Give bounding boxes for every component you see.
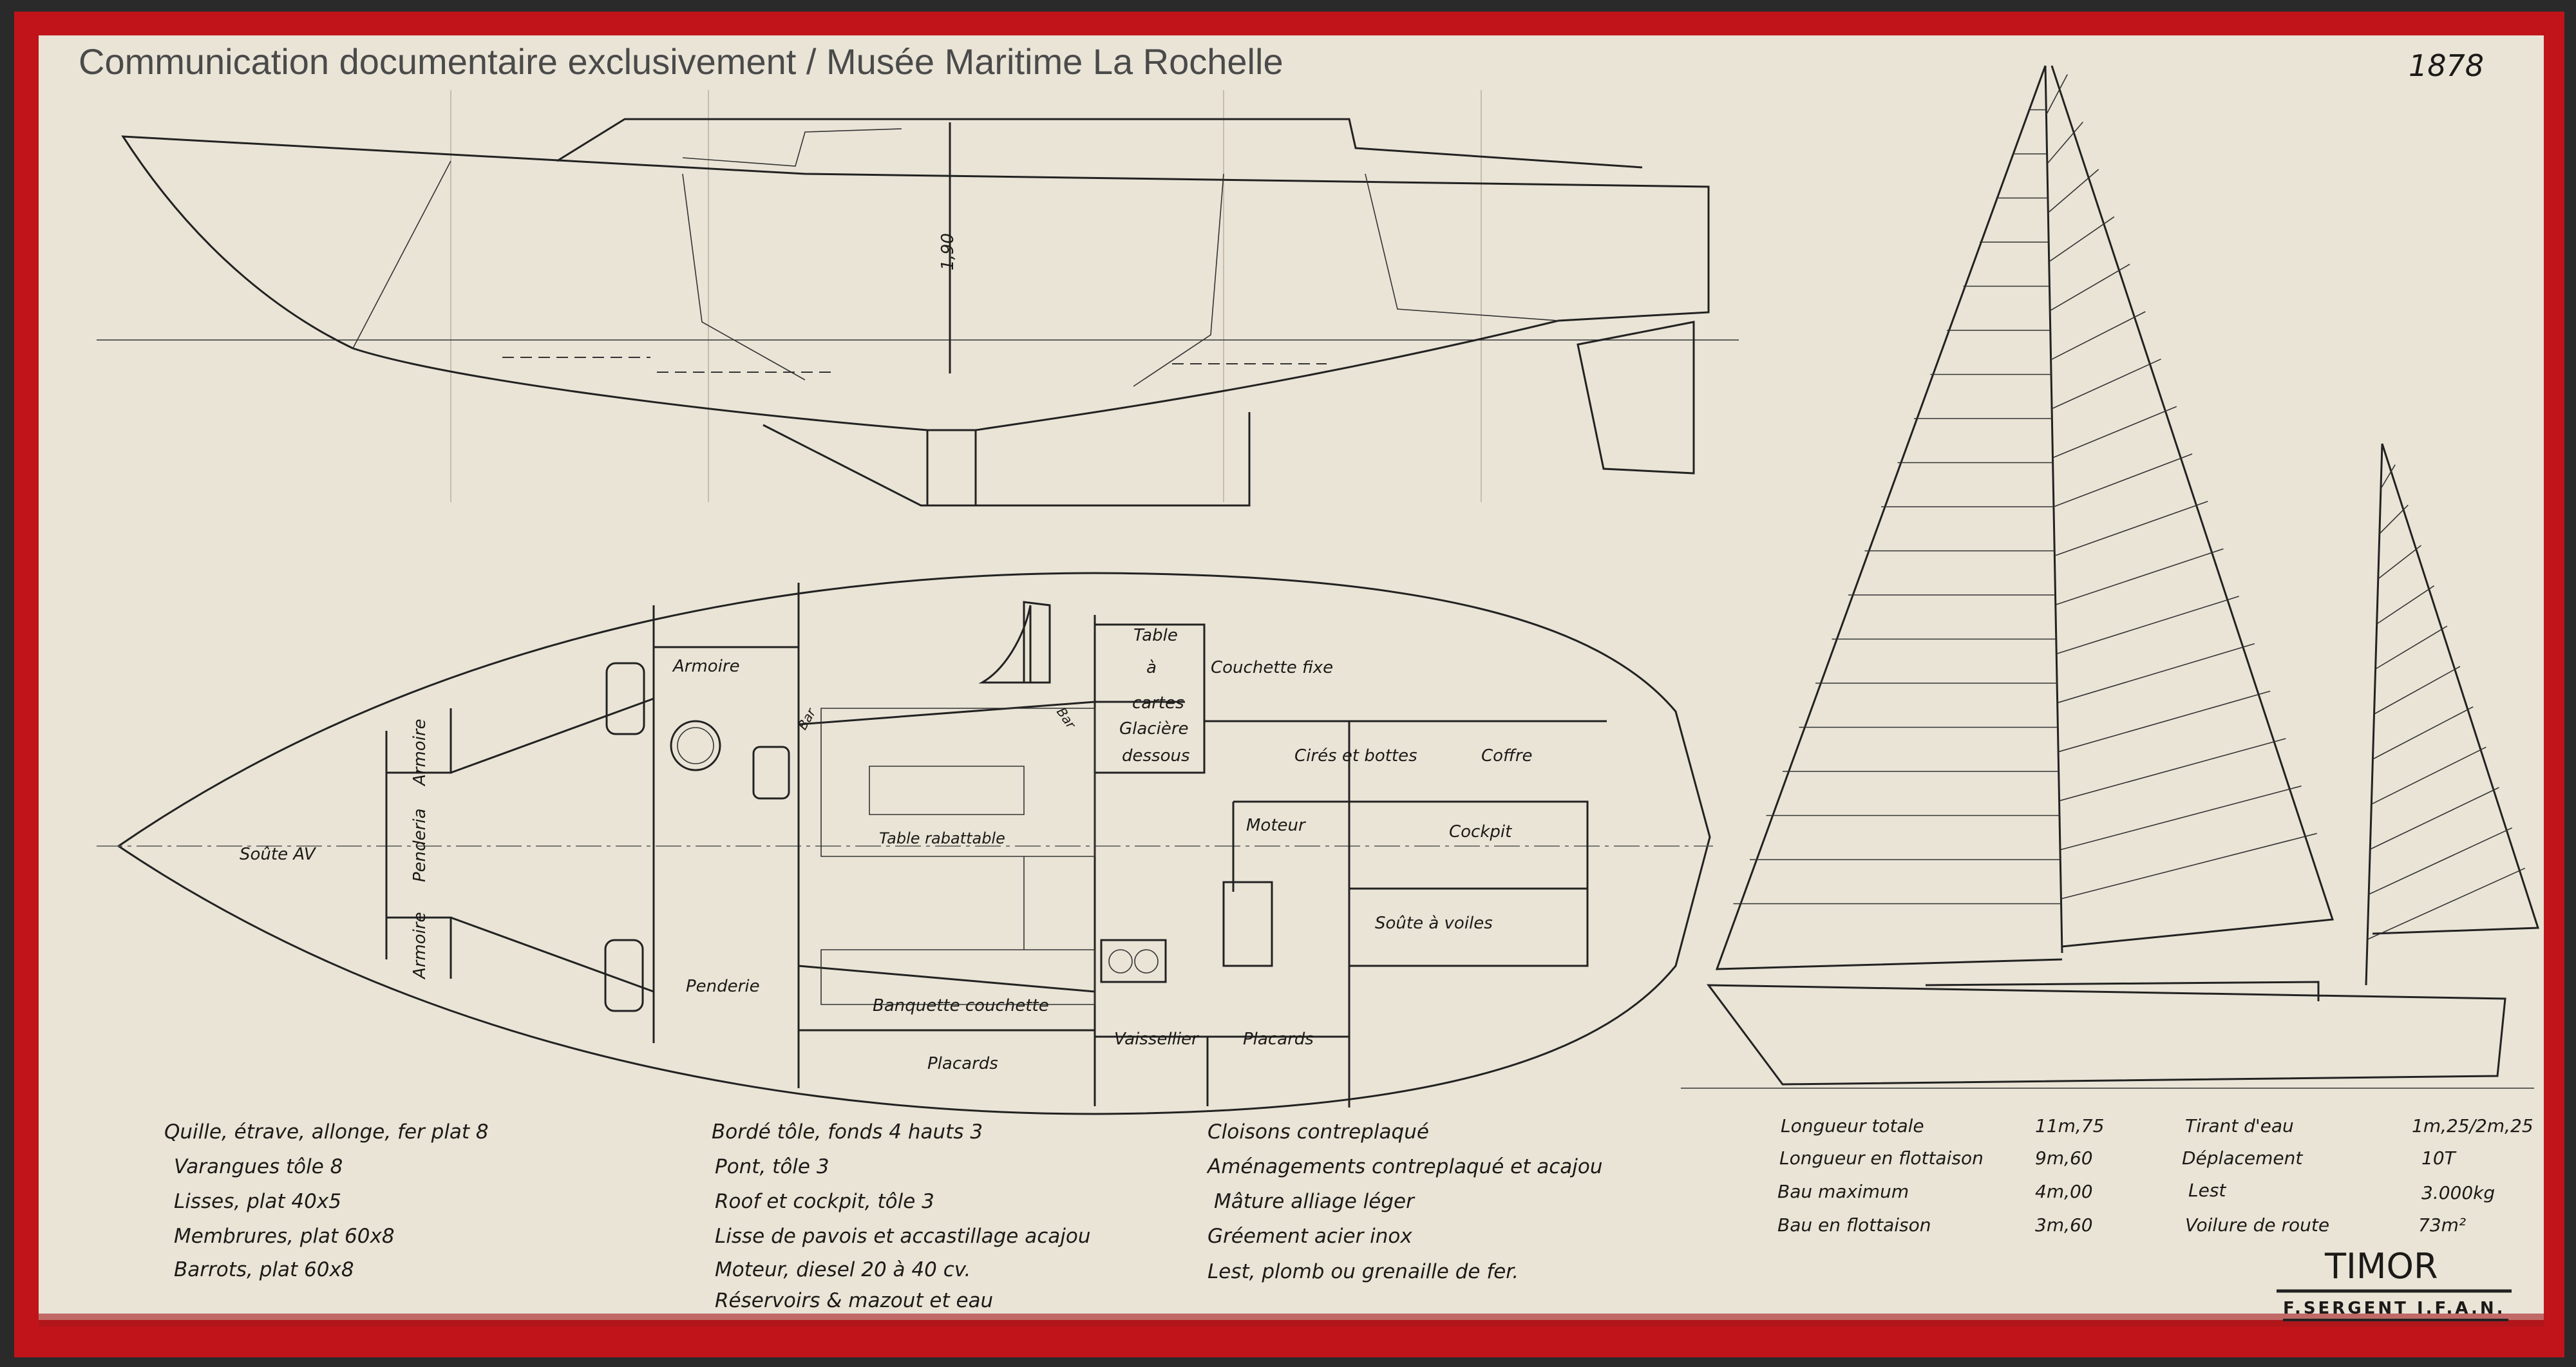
mizzen-seam [2374,666,2461,715]
label-glaciere: Glacière [1119,719,1189,739]
label-armoire-fwd-bottom: Armoire [410,912,430,980]
construction-notes: Quille, étrave, allonge, fer plat 8 Vara… [164,1120,1602,1312]
spec-value: 4m,00 [2035,1181,2093,1202]
label-table: Table [1133,626,1178,645]
mainsail-seam [2053,453,2193,507]
label-cockpit: Cockpit [1449,822,1512,842]
mainsail-seam [2045,74,2068,115]
mizzen-seam [2372,706,2474,760]
label-dessous: dessous [1122,746,1190,766]
mizzen-seam [2367,867,2526,940]
mainsail-seam [2056,596,2239,655]
mainsail-seam [2047,169,2099,213]
note-line: Lest, plomb ou grenaille de fer. [1208,1260,1519,1283]
mizzen-seam [2368,827,2513,895]
mainsail-seam [2047,121,2084,164]
spec-label: Tirant d'eau [2185,1115,2294,1136]
note-line: Quille, étrave, allonge, fer plat 8 [164,1120,489,1144]
spec-label: Longueur totale [1781,1115,1924,1136]
plan-labels: Soûte AV Armoire Penderia Armoire Armoir… [240,626,1533,1073]
mainsail-seam [2049,263,2130,312]
mainsail-seam [2059,738,2286,802]
watermark: Communication documentaire exclusivement… [79,41,1283,82]
label-placards-galley: Placards [1243,1030,1314,1049]
spec-value: 3.000kg [2421,1182,2495,1203]
mizzen-seam [2369,787,2499,850]
mainsail-seam [2050,311,2146,361]
spec-label: Déplacement [2182,1147,2303,1169]
label-soute-a-voiles: Soûte à voiles [1375,914,1493,933]
mizzen-seam [2375,625,2448,670]
mainsail-seam [2054,500,2208,556]
mainsail-seam [2061,833,2317,900]
construction-lines [97,90,1739,502]
spec-value: 10T [2421,1147,2457,1169]
mainsail-seam [2057,643,2255,704]
mizzen-seam [2378,545,2421,580]
label-moteur: Moteur [1246,816,1307,835]
label-cartes: cartes [1132,693,1184,713]
label-coffre: Coffre [1481,746,1533,766]
note-line: Roof et cockpit, tôle 3 [715,1190,934,1213]
specifications: Longueur totale 11m,75 Longueur en flott… [1777,1115,2533,1236]
label-penderia-fwd: Penderia [410,809,430,883]
mizzen-seam [2371,746,2486,805]
designer-signature: F.SERGENT I.F.A.N. [2283,1299,2505,1318]
spec-value: 11m,75 [2035,1115,2104,1136]
label-penderie: Penderie [686,977,760,996]
boat-name: TIMOR [2324,1246,2438,1287]
note-line: Mâture alliage léger [1214,1190,1416,1213]
title-block: TIMOR F.SERGENT I.F.A.N. 1878 [2277,48,2512,1321]
mainsail-seam [2051,358,2161,410]
mizzen-seam [2376,585,2435,625]
note-line: Moteur, diesel 20 à 40 cv. [715,1258,971,1281]
spec-label: Lest [2188,1180,2226,1201]
label-soute-av: Soûte AV [240,845,317,864]
note-line: Réservoirs & mazout et eau [715,1289,993,1312]
spec-label: Voilure de route [2185,1214,2329,1236]
note-line: Pont, tôle 3 [715,1155,829,1178]
mainsail-seam [2055,548,2224,605]
spec-value: 9m,60 [2035,1147,2093,1169]
label-table-rabattable: Table rabattable [879,829,1005,847]
label-couchette-fixe: Couchette fixe [1211,658,1333,677]
spec-label: Bau en flottaison [1777,1214,1931,1236]
accommodation-plan [97,572,1713,1115]
label-armoire: Armoire [672,657,740,676]
label-cires-et-bottes: Cirés et bottes [1294,746,1417,766]
note-line: Lisse de pavois et accastillage acajou [715,1225,1091,1248]
drawing-number: 1878 [2409,48,2484,83]
label-vaissellier: Vaissellier [1114,1030,1200,1049]
note-line: Barrots, plat 60x8 [174,1258,354,1281]
note-line: Gréement acier inox [1208,1225,1412,1248]
note-line: Varangues tôle 8 [174,1155,343,1178]
label-placards-saloon: Placards [927,1054,998,1073]
label-banquette-couchette: Banquette couchette [873,996,1049,1015]
sail-plan [1681,65,2540,1089]
mizzen-seam [2379,504,2409,534]
spec-value: 1m,25/2m,25 [2412,1115,2533,1136]
mainsail-seam [2058,690,2271,753]
mainsail-seam [2049,216,2115,263]
spec-label: Bau maximum [1777,1181,1909,1202]
spec-value: 3m,60 [2035,1214,2093,1236]
dimension-label: 1,90 [938,233,958,270]
spec-value: 73m² [2418,1214,2466,1236]
note-line: Cloisons contreplaqué [1208,1120,1429,1144]
note-line: Membrures, plat 60x8 [174,1225,395,1248]
mainsail-seam [2052,406,2177,458]
mizzen-seam [2380,464,2396,489]
note-line: Lisses, plat 40x5 [174,1190,341,1213]
note-line: Bordé tôle, fonds 4 hauts 3 [712,1120,983,1144]
hull-profile: 1,90 [121,118,1710,507]
spec-label: Longueur en flottaison [1779,1147,1984,1169]
mainsail-seam [2060,785,2302,851]
note-line: Aménagements contreplaqué et acajou [1206,1155,1602,1178]
label-armoire-fwd-top: Armoire [410,719,430,787]
label-a: à [1146,658,1157,677]
